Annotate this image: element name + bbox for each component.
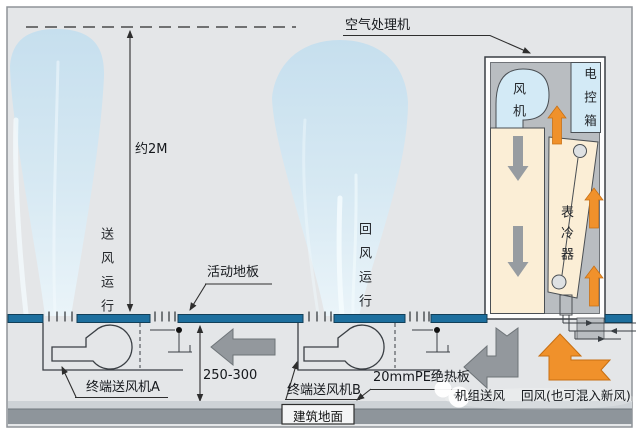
insulation-board-label: 20mmPE绝热板 — [373, 370, 470, 385]
fan-symbol — [495, 68, 550, 129]
left-air-plume — [10, 29, 105, 317]
floor-grille-ticks — [48, 311, 430, 322]
ahu-label: 空气处理机 — [345, 18, 411, 33]
plenum-dimension-label: 250-300 — [203, 368, 258, 383]
unit-return-arrow — [537, 333, 612, 381]
callout-leaders — [61, 34, 532, 401]
cooling-coil-symbol — [547, 136, 599, 316]
terminal-fan-b-symbol — [297, 323, 450, 371]
supply-operation-label: 送风运行 — [98, 227, 113, 323]
wechat-watermark-icon — [434, 380, 635, 410]
terminal-fan-b-label: 终端送风机B — [287, 383, 361, 398]
unit-supply-arrow — [463, 327, 519, 390]
return-air-label: 回风(也可混入新风) — [521, 388, 631, 403]
height-dimension-label: 约2M — [135, 142, 168, 157]
building-ground — [8, 401, 632, 425]
return-operation-label: 回风运行 — [356, 222, 371, 318]
control-box-symbol — [570, 62, 601, 133]
plenum-supply-arrow — [210, 327, 276, 367]
fan-label: 风机 — [510, 82, 525, 126]
cooling-coil-label: 表冷器 — [558, 205, 573, 268]
ground-label-box — [281, 403, 355, 425]
terminal-fan-a-symbol — [42, 323, 192, 371]
right-air-plume — [272, 40, 408, 318]
unit-supply-label: 机组送风 — [455, 388, 506, 403]
terminal-fan-a-label: 终端送风机A — [86, 380, 160, 395]
raised-floor-label: 活动地板 — [207, 265, 260, 280]
control-box-label: 电控箱 — [582, 67, 597, 138]
building-ground-label: 建筑地面 — [292, 409, 343, 424]
raised-floor — [7, 311, 633, 323]
supply-flow-arrows — [507, 136, 529, 277]
air-handling-unit — [484, 56, 636, 342]
underfloor-plenum — [42, 323, 612, 390]
return-flow-arrows — [547, 105, 604, 307]
